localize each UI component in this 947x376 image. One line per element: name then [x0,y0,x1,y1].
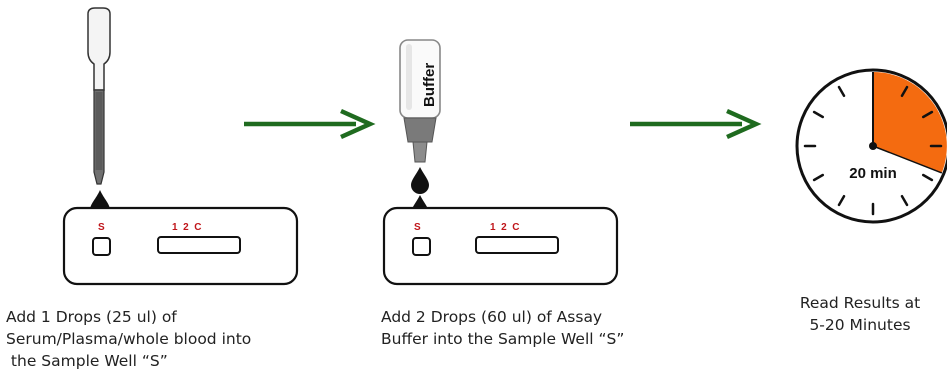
caption-line: Add 1 Drops (25 ul) of [6,308,177,326]
arrow-right-icon [244,108,376,140]
result-window-label: 1 2 C [172,222,201,233]
sample-well [412,237,431,256]
caption-line: 5-20 Minutes [809,316,911,334]
test-cassette: S 1 2 C [62,206,299,286]
step-3-caption: Read Results at 5-20 Minutes [780,292,940,336]
clock-tick [921,110,934,119]
clock-tick [837,194,846,207]
clock-tick [812,110,825,119]
clock-tick [921,173,934,182]
caption-line: Serum/Plasma/whole blood into [6,330,252,348]
caption-line: Add 2 Drops (60 ul) of Assay [381,308,603,326]
dropper-pipette [87,7,111,185]
clock-tick [900,194,909,207]
sample-well-label: S [98,222,105,233]
result-window [475,236,559,254]
result-window [157,236,241,254]
sample-well [92,237,111,256]
step-1-caption: Add 1 Drops (25 ul) of Serum/Plasma/whol… [6,306,251,372]
caption-line: Read Results at [799,294,921,312]
clock-tick [837,85,846,98]
sample-well-label: S [414,222,421,233]
caption-line: the Sample Well “S” [6,352,168,370]
clock-tick [900,85,909,98]
step-2-caption: Add 2 Drops (60 ul) of Assay Buffer into… [381,306,624,350]
timer-clock-icon: 20 min [795,68,947,224]
clock-tick [812,173,825,182]
caption-line: Buffer into the Sample Well “S” [381,330,625,348]
buffer-drop-icon [411,167,429,194]
buffer-bottle: Buffer [399,39,441,163]
result-window-label: 1 2 C [490,222,519,233]
arrow-right-icon [630,108,762,140]
test-cassette: S 1 2 C [382,206,619,286]
timer-label: 20 min [849,165,897,182]
buffer-label: Buffer [421,63,438,107]
